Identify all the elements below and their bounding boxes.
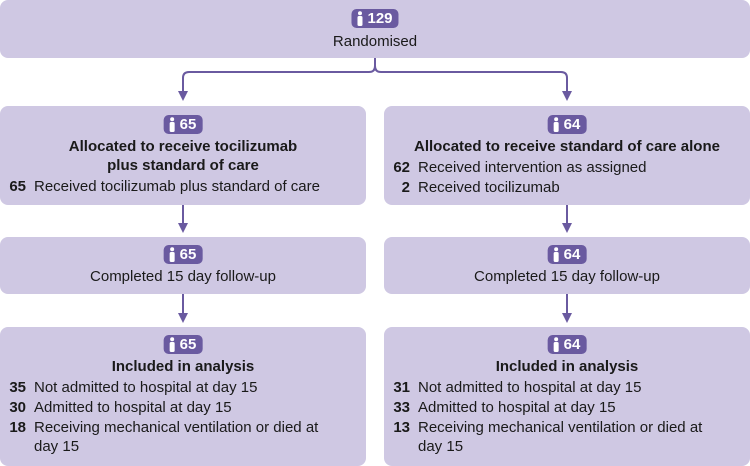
item-count: 31 <box>393 379 410 396</box>
item-count: 30 <box>9 399 26 416</box>
list-item: 33 Admitted to hospital at day 15 <box>386 399 746 417</box>
right-analysis-box: 64 Included in analysis 31 Not admitted … <box>384 327 750 466</box>
item-text: Received tocilizumab plus standard of ca… <box>34 178 320 195</box>
count-badge: 64 <box>547 115 587 134</box>
person-icon <box>553 117 559 132</box>
item-text: day 15 <box>34 438 80 455</box>
list-item: 62 Received intervention as assigned <box>386 159 746 177</box>
person-icon <box>357 11 363 26</box>
list-item: 13 Receiving mechanical ventilation or d… <box>386 419 746 437</box>
right-followup-box: 64 Completed 15 day follow-up <box>384 237 750 294</box>
item-text: Received intervention as assigned <box>418 159 647 176</box>
item-text: Admitted to hospital at day 15 <box>34 399 232 416</box>
list-item: 35 Not admitted to hospital at day 15 <box>2 379 362 397</box>
count-value: 64 <box>563 116 581 133</box>
item-text: Not admitted to hospital at day 15 <box>418 379 642 396</box>
list-item: 2 Received tocilizumab <box>386 179 746 197</box>
item-count: 62 <box>393 159 410 176</box>
split-connector-right <box>374 65 572 101</box>
randomised-label: Randomised <box>332 33 418 50</box>
count-value: 65 <box>179 116 197 133</box>
list-item: 31 Not admitted to hospital at day 15 <box>386 379 746 397</box>
list-item-continued: day 15 <box>386 438 746 456</box>
item-text: Not admitted to hospital at day 15 <box>34 379 258 396</box>
person-icon <box>169 337 175 352</box>
person-icon <box>553 337 559 352</box>
list-item: 30 Admitted to hospital at day 15 <box>2 399 362 417</box>
item-count: 33 <box>393 399 410 416</box>
list-item-continued: day 15 <box>2 438 362 456</box>
count-value: 65 <box>179 336 197 353</box>
count-badge: 65 <box>163 115 203 134</box>
person-icon <box>169 117 175 132</box>
right-allocation-box: 64 Allocated to receive standard of care… <box>384 106 750 205</box>
item-text: Received tocilizumab <box>418 179 560 196</box>
item-text: Receiving mechanical ventilation or died… <box>34 419 319 436</box>
count-value: 64 <box>563 246 581 263</box>
allocation-title: Allocated to receive standard of care al… <box>414 138 720 155</box>
item-count: 65 <box>9 178 26 195</box>
item-count: 18 <box>9 419 26 436</box>
list-item: 18 Receiving mechanical ventilation or d… <box>2 419 362 437</box>
item-count: 35 <box>9 379 26 396</box>
left-followup-box: 65 Completed 15 day follow-up <box>0 237 366 294</box>
allocation-title: Allocated to receive tocilizumab <box>68 138 298 155</box>
item-text: day 15 <box>418 438 464 455</box>
person-icon <box>553 247 559 262</box>
analysis-title: Included in analysis <box>111 358 255 375</box>
item-text: Receiving mechanical ventilation or died… <box>418 419 703 436</box>
item-count: 13 <box>393 419 410 436</box>
followup-label: Completed 15 day follow-up <box>474 268 660 285</box>
count-value: 65 <box>179 246 197 263</box>
left-allocation-box: 65 Allocated to receive tocilizumab plus… <box>0 106 366 205</box>
count-badge: 64 <box>547 335 587 354</box>
item-text: Admitted to hospital at day 15 <box>418 399 616 416</box>
count-value: 64 <box>563 336 581 353</box>
count-value: 129 <box>367 10 393 27</box>
left-analysis-box: 65 Included in analysis 35 Not admitted … <box>0 327 366 466</box>
item-count: 2 <box>401 179 410 196</box>
list-item: 65 Received tocilizumab plus standard of… <box>2 178 362 196</box>
split-connector <box>178 58 376 101</box>
person-icon <box>169 247 175 262</box>
count-badge: 65 <box>163 335 203 354</box>
analysis-title: Included in analysis <box>495 358 639 375</box>
count-badge: 65 <box>163 245 203 264</box>
followup-label: Completed 15 day follow-up <box>90 268 276 285</box>
count-badge: 129 <box>351 9 399 28</box>
count-badge: 64 <box>547 245 587 264</box>
allocation-title-line2: plus standard of care <box>107 157 259 174</box>
randomised-box: 129 Randomised <box>0 0 750 58</box>
